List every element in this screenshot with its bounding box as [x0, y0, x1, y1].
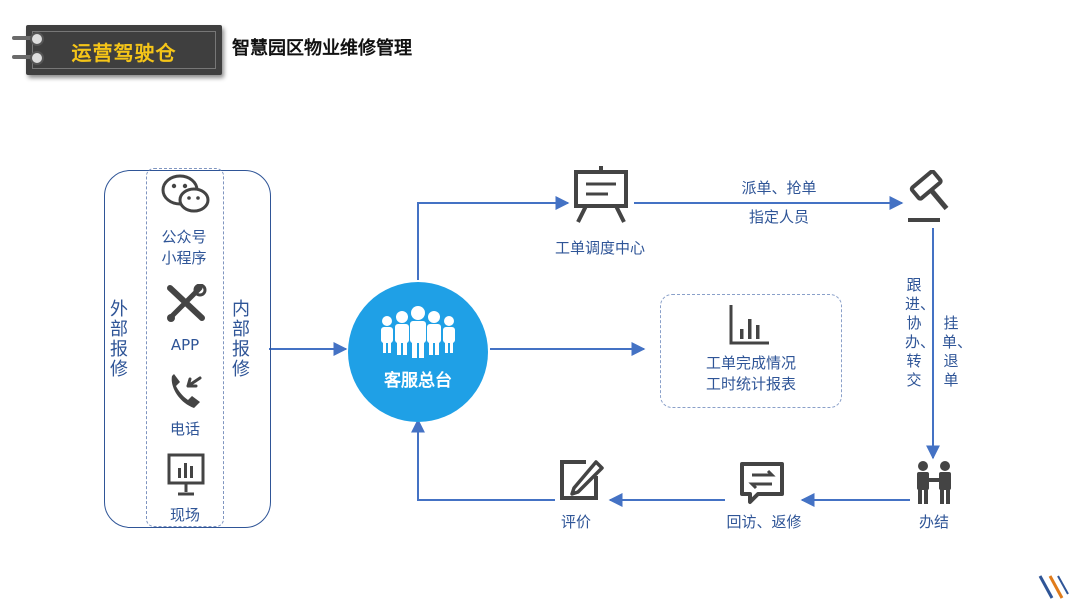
report-line: 工单完成情况: [705, 354, 796, 372]
edit-icon: [560, 460, 604, 500]
dispatch-center-label: 工单调度中心: [554, 239, 646, 257]
channel-label: APP: [170, 336, 200, 354]
tools-icon: [167, 284, 207, 322]
dispatch-edge-label: 派单、抢单: [741, 179, 817, 197]
channel-label: 电话: [169, 420, 201, 438]
customer-service-hub: 客服总台: [348, 282, 488, 422]
phone-icon: [171, 374, 202, 408]
channel-label: 公众号: [161, 228, 207, 246]
evaluate-to-hub-arrow: [411, 418, 555, 501]
binder-ring: [30, 32, 44, 46]
channel-label: 小程序: [161, 249, 207, 267]
section-badge: 运营驾驶仓: [26, 25, 222, 75]
badge-label: 运营驾驶仓: [71, 41, 177, 65]
onsite-board-icon: [167, 453, 205, 496]
external-repair-label: 外部报修: [110, 299, 128, 380]
message-icon: [740, 462, 784, 504]
binder-ring-bar: [12, 55, 34, 59]
repair-channels-frame: [104, 170, 271, 528]
complete-label: 办结: [918, 513, 950, 531]
binder-ring-bar: [12, 36, 34, 40]
bar-chart-icon: [729, 305, 769, 345]
hub-to-dispatch-arrow: [417, 196, 570, 280]
followup-edge-label: 跟进、协办、转交: [905, 276, 936, 389]
report-text: 工单完成情况 工时统计报表: [661, 353, 841, 395]
hold-return-edge-label: 挂单、退单: [942, 314, 973, 389]
corner-logo-icon: [1038, 575, 1069, 599]
report-panel: 工单完成情况 工时统计报表: [660, 294, 842, 408]
gavel-icon: [908, 170, 949, 222]
hub-label: 客服总台: [384, 371, 452, 391]
wechat-icon: [161, 174, 210, 213]
dispatch-edge-label: 指定人员: [748, 208, 810, 226]
binder-ring: [30, 51, 44, 65]
people-group-icon: [381, 306, 455, 358]
evaluate-label: 评价: [560, 513, 592, 531]
page-title: 智慧园区物业维修管理: [232, 38, 412, 59]
board-icon: [574, 166, 628, 223]
report-line: 工时统计报表: [705, 375, 796, 393]
channel-list-frame: [146, 168, 224, 527]
internal-repair-label: 内部报修: [232, 299, 250, 380]
channel-label: 现场: [169, 506, 201, 524]
badge-frame: [32, 31, 216, 69]
handshake-people-icon: [917, 461, 951, 504]
revisit-label: 回访、返修: [726, 513, 802, 531]
